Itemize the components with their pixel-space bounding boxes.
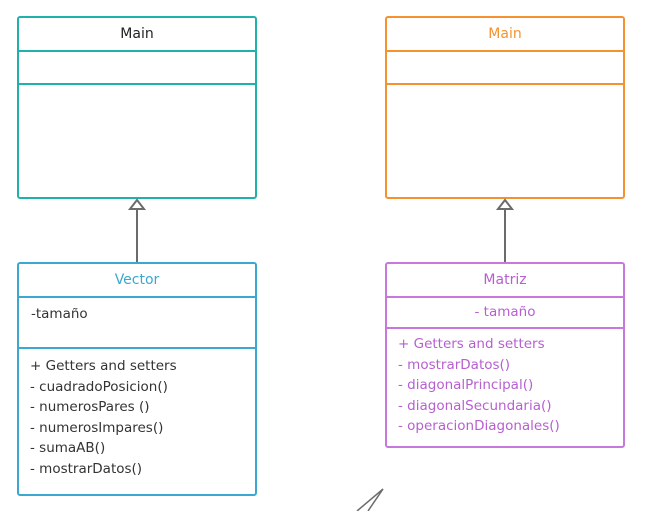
attributes-compartment (19, 52, 255, 85)
inheritance-arrowhead-right (495, 198, 515, 210)
class-title: Main (19, 18, 255, 52)
method-item: - numerosImpares() (30, 419, 164, 436)
attributes-compartment: -tamaño (19, 298, 255, 349)
method-item: - numerosPares () (30, 399, 150, 416)
class-main-right: Main (385, 16, 625, 199)
attributes-compartment: - tamaño (387, 298, 623, 329)
class-matriz: Matriz - tamaño + Getters and setters - … (385, 262, 625, 448)
method-item: - cuadradoPosicion() (30, 378, 168, 395)
attribute-item: -tamaño (31, 306, 88, 322)
methods-compartment: + Getters and setters - cuadradoPosicion… (19, 349, 255, 494)
attribute-item: - tamaño (474, 304, 536, 320)
method-item: - diagonalPrincipal() (398, 377, 534, 394)
method-item: - sumaAB() (30, 440, 106, 457)
class-title: Main (387, 18, 623, 52)
methods-compartment: + Getters and setters - mostrarDatos() -… (387, 329, 623, 446)
class-main-left: Main (17, 16, 257, 199)
method-item: - diagonalSecundaria() (398, 397, 552, 414)
partial-arrowhead (356, 488, 384, 511)
class-title: Vector (19, 264, 255, 298)
method-item: + Getters and setters (398, 336, 545, 352)
method-item: - mostrarDatos() (30, 460, 143, 477)
method-item: + Getters and setters (30, 358, 177, 374)
method-item: - operacionDiagonales() (398, 418, 560, 435)
class-vector: Vector -tamaño + Getters and setters - c… (17, 262, 257, 496)
class-title: Matriz (387, 264, 623, 298)
attributes-compartment (387, 52, 623, 85)
method-item: - mostrarDatos() (398, 356, 511, 373)
inheritance-arrowhead-left (127, 198, 147, 210)
